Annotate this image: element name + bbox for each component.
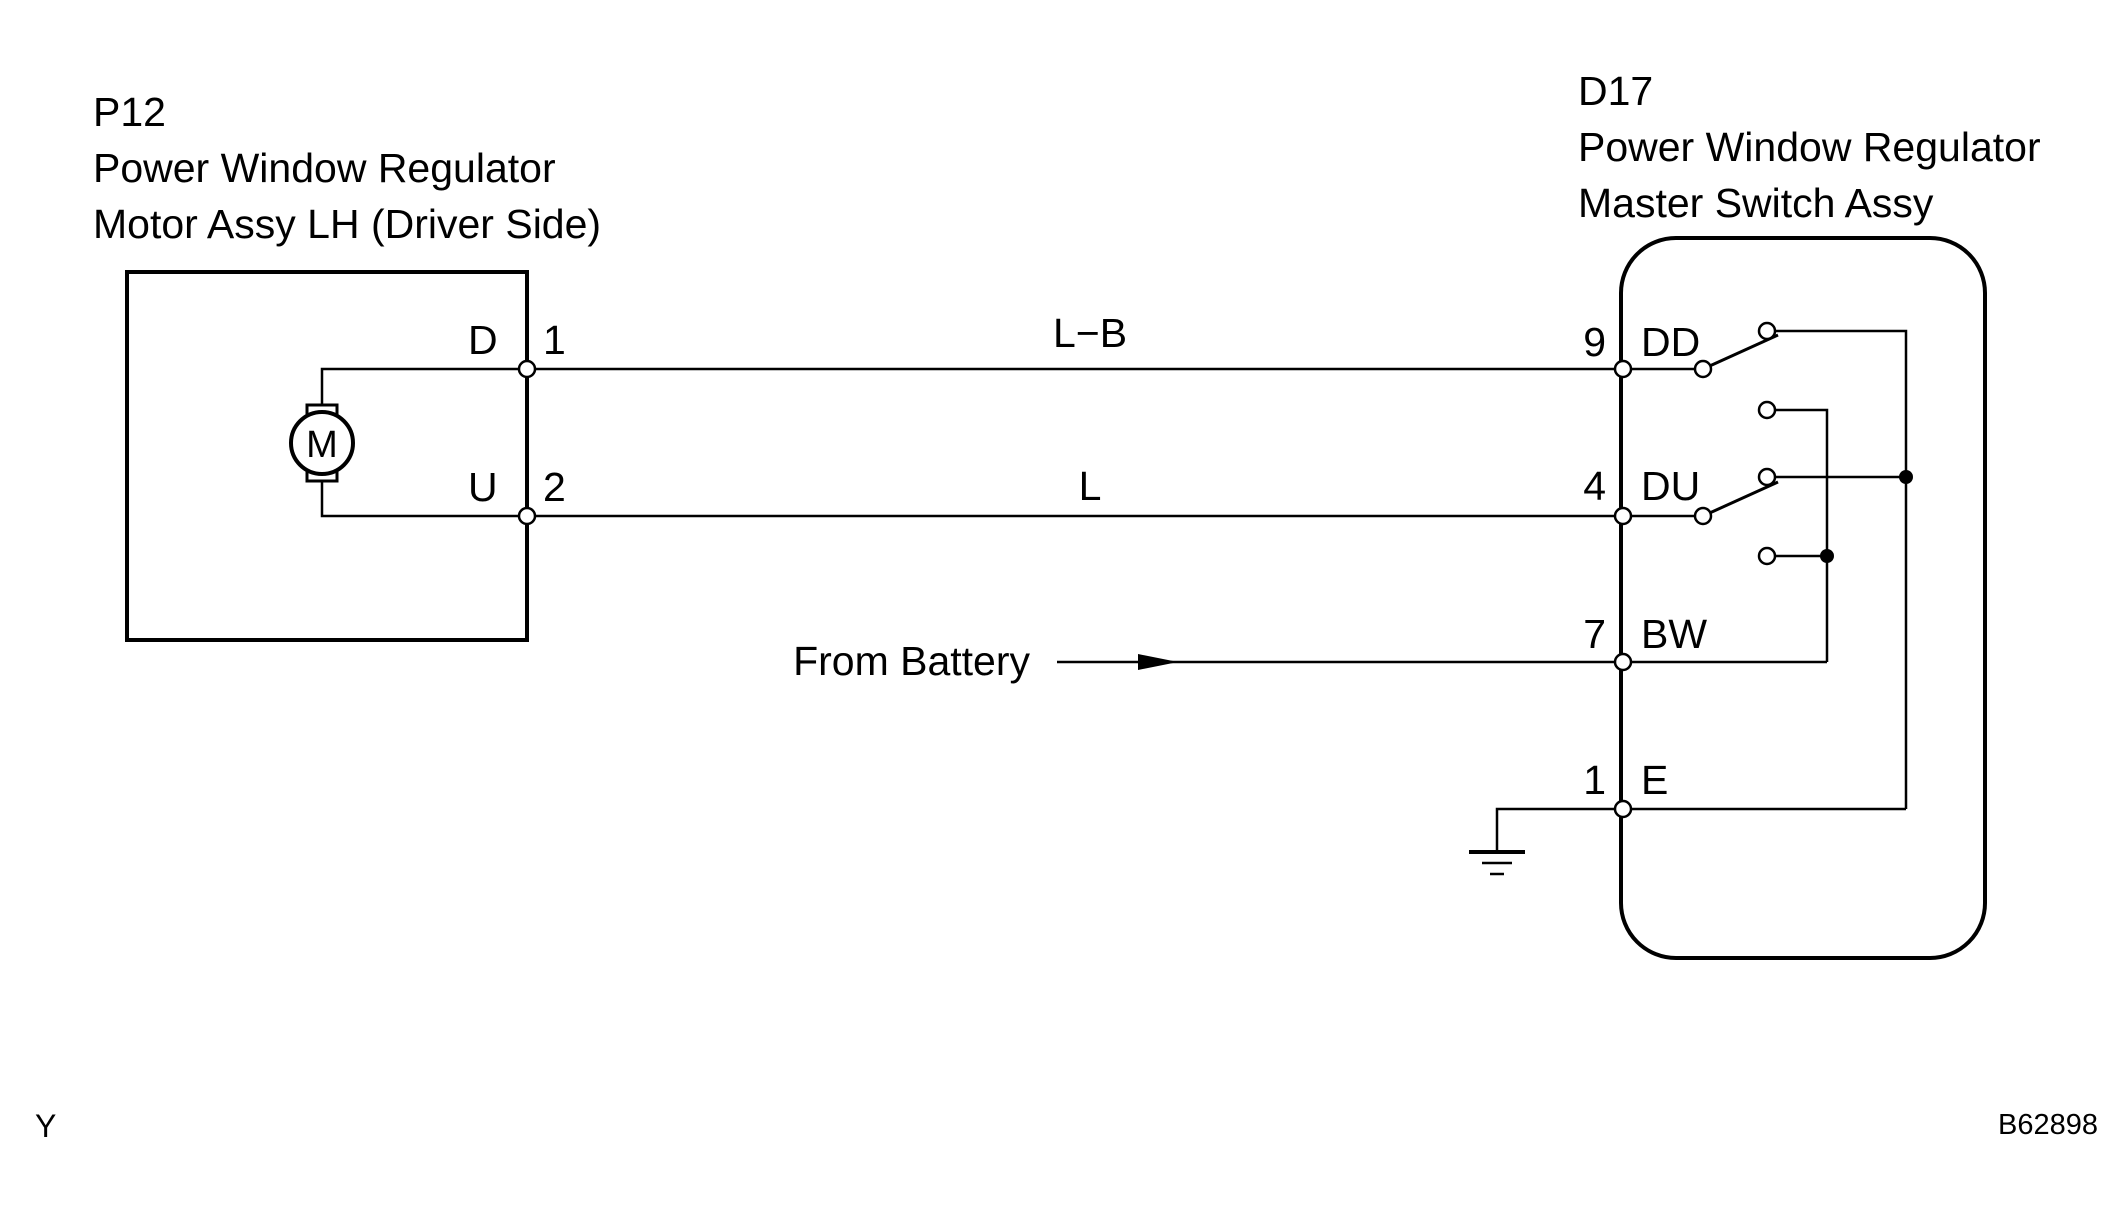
right-component-id: D17 xyxy=(1578,68,1653,114)
right-terminal-name-du: DU xyxy=(1641,463,1700,509)
junction-dot xyxy=(1899,470,1913,484)
right-component-name-line1: Power Window Regulator xyxy=(1578,124,2041,170)
motor-internal-wiring xyxy=(320,367,525,518)
master-switch-box xyxy=(1619,236,1987,960)
motor-assy-box xyxy=(125,270,529,642)
right-terminal-name-e: E xyxy=(1641,757,1668,803)
left-component-name-line2: Motor Assy LH (Driver Side) xyxy=(93,201,601,247)
right-terminal-pin-7: 7 xyxy=(1583,611,1606,657)
corner-label-y: Y xyxy=(35,1108,56,1144)
wire-color-l: L xyxy=(1079,463,1102,509)
motor-icon: M xyxy=(289,403,355,483)
figure-code: B62898 xyxy=(1998,1109,2098,1141)
right-terminal-name-dd: DD xyxy=(1641,319,1700,365)
switch-internal-wiring xyxy=(1623,329,1908,811)
right-terminal-name-bw: BW xyxy=(1641,611,1707,657)
left-component-id: P12 xyxy=(93,89,166,135)
terminal-p12-1 xyxy=(517,359,537,379)
right-terminal-pin-4: 4 xyxy=(1583,463,1606,509)
ground-icon xyxy=(1469,807,1623,876)
left-terminal-name-u: U xyxy=(468,464,498,510)
right-terminal-pin-9: 9 xyxy=(1583,319,1606,365)
junction-dot xyxy=(1820,549,1834,563)
battery-label: From Battery xyxy=(793,638,1030,684)
left-component-name-line1: Power Window Regulator xyxy=(93,145,556,191)
terminal-d17-1 xyxy=(1613,799,1633,819)
battery-arrow-icon xyxy=(1138,654,1178,670)
terminal-p12-2 xyxy=(517,506,537,526)
left-terminal-name-d: D xyxy=(468,317,498,363)
right-component-name-line2: Master Switch Assy xyxy=(1578,180,1934,226)
wire-color-lb: L−B xyxy=(1053,310,1127,356)
du-switch-contacts xyxy=(1693,467,1777,566)
dd-switch-contacts xyxy=(1693,321,1777,420)
terminal-d17-9 xyxy=(1613,359,1633,379)
terminal-d17-7 xyxy=(1613,652,1633,672)
right-terminal-pin-1: 1 xyxy=(1583,757,1606,803)
motor-symbol-label: M xyxy=(306,424,338,466)
left-terminal-pin-1: 1 xyxy=(543,317,566,363)
terminal-d17-4 xyxy=(1613,506,1633,526)
left-terminal-pin-2: 2 xyxy=(543,464,566,510)
